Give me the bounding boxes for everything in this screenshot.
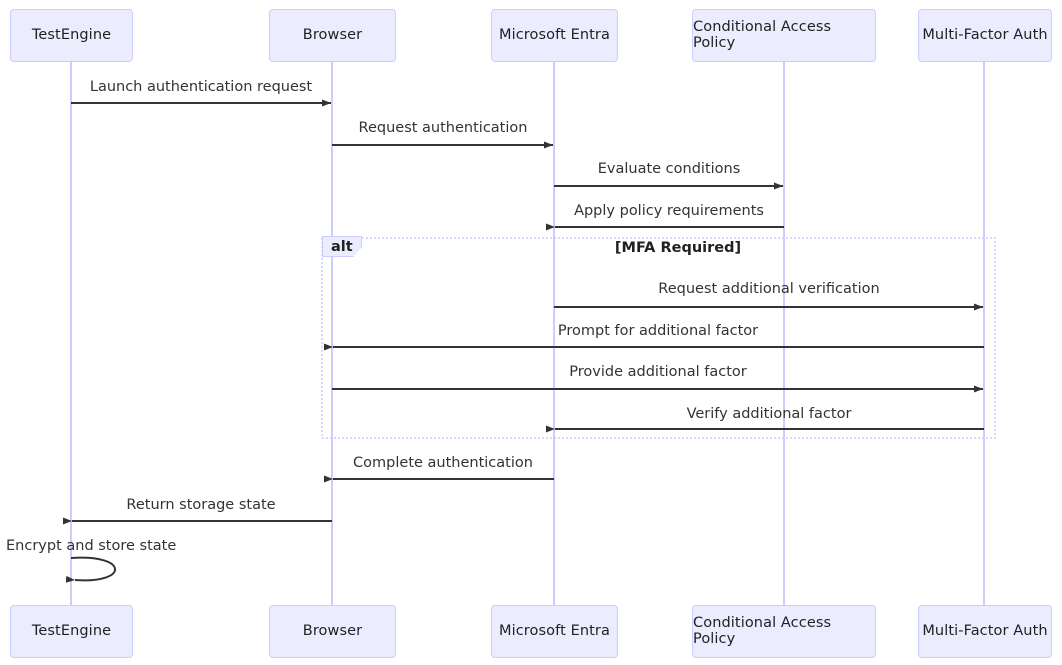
participant-browser-top[interactable]: Browser <box>269 9 396 62</box>
participant-label: Browser <box>302 622 363 639</box>
message-label-9: Complete authentication <box>353 455 533 471</box>
alt-keyword-text: alt <box>331 238 353 255</box>
participant-policy-bottom[interactable]: Conditional Access Policy <box>692 605 876 658</box>
participant-entra-top[interactable]: Microsoft Entra <box>491 9 618 62</box>
message-arrows <box>63 99 984 583</box>
message-label-2: Request authentication <box>358 120 528 136</box>
participant-mfa-top[interactable]: Multi-Factor Auth <box>918 9 1052 62</box>
self-message-label: Encrypt and store state <box>6 538 177 554</box>
message-label-5: Request additional verification <box>658 281 880 297</box>
alt-condition-label: [MFA Required] <box>614 240 742 256</box>
participant-testengine-bottom[interactable]: TestEngine <box>10 605 133 658</box>
message-label-4: Apply policy requirements <box>574 203 764 219</box>
participant-testengine-top[interactable]: TestEngine <box>10 9 133 62</box>
self-message-loop <box>65 556 116 583</box>
alt-keyword-box: alt <box>322 236 362 257</box>
participant-entra-bottom[interactable]: Microsoft Entra <box>491 605 618 658</box>
participant-mfa-bottom[interactable]: Multi-Factor Auth <box>918 605 1052 658</box>
message-label-7: Provide additional factor <box>569 364 747 380</box>
alt-frame-rect <box>321 237 996 439</box>
participant-policy-top[interactable]: Conditional Access Policy <box>692 9 876 62</box>
message-label-8: Verify additional factor <box>686 406 852 422</box>
participant-label: Microsoft Entra <box>499 26 610 43</box>
message-label-6: Prompt for additional factor <box>557 323 759 339</box>
participant-label: TestEngine <box>31 26 112 43</box>
message-label-1: Launch authentication request <box>89 79 313 95</box>
participant-label: Microsoft Entra <box>499 622 610 639</box>
message-label-3: Evaluate conditions <box>597 161 741 177</box>
alt-frame <box>321 237 996 439</box>
participant-label: Conditional Access Policy <box>693 18 832 51</box>
participant-label: Multi-Factor Auth <box>922 26 1048 43</box>
participant-label: Conditional Access Policy <box>693 614 832 647</box>
participant-browser-bottom[interactable]: Browser <box>269 605 396 658</box>
participant-label: Browser <box>302 26 363 43</box>
lifelines <box>70 62 985 605</box>
participant-label: TestEngine <box>31 622 112 639</box>
message-label-10: Return storage state <box>126 497 276 513</box>
participant-label: Multi-Factor Auth <box>922 622 1048 639</box>
